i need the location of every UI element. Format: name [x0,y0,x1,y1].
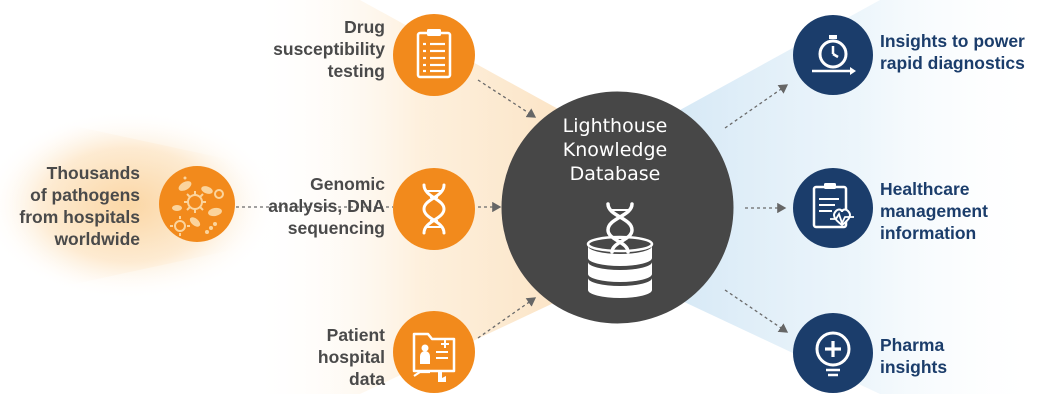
output-label-healthcare: Healthcare management information [880,179,988,243]
output-label-insights: Insights to power rapid diagnostics [880,31,1025,73]
medical-chart-heartbeat-icon [793,168,873,248]
source-label: Thousands of pathogens from hospitals wo… [19,163,140,249]
stopwatch-icon [793,15,873,95]
arrow-drug-to-hub [477,79,537,118]
hub-title: Lighthouse Knowledge Database [562,115,668,185]
arrow-hub-to-pharma [724,289,789,333]
arrow-hub-to-insights [724,84,789,129]
patient-records-icon [393,311,475,393]
output-label-pharma: Pharma insights [880,335,948,377]
input-label-patient: Patient hospital data [317,325,385,389]
clipboard-checklist-icon [393,14,475,96]
pathogen-cluster-icon [159,166,235,242]
lightbulb-plus-icon [793,313,873,393]
knowledge-database-hub [501,91,734,324]
input-label-genomic: Genomic analysis, DNA sequencing [268,174,385,238]
dna-database-icon [586,202,654,298]
input-label-drug: Drug susceptibility testing [273,17,385,81]
dna-helix-icon [393,168,475,250]
